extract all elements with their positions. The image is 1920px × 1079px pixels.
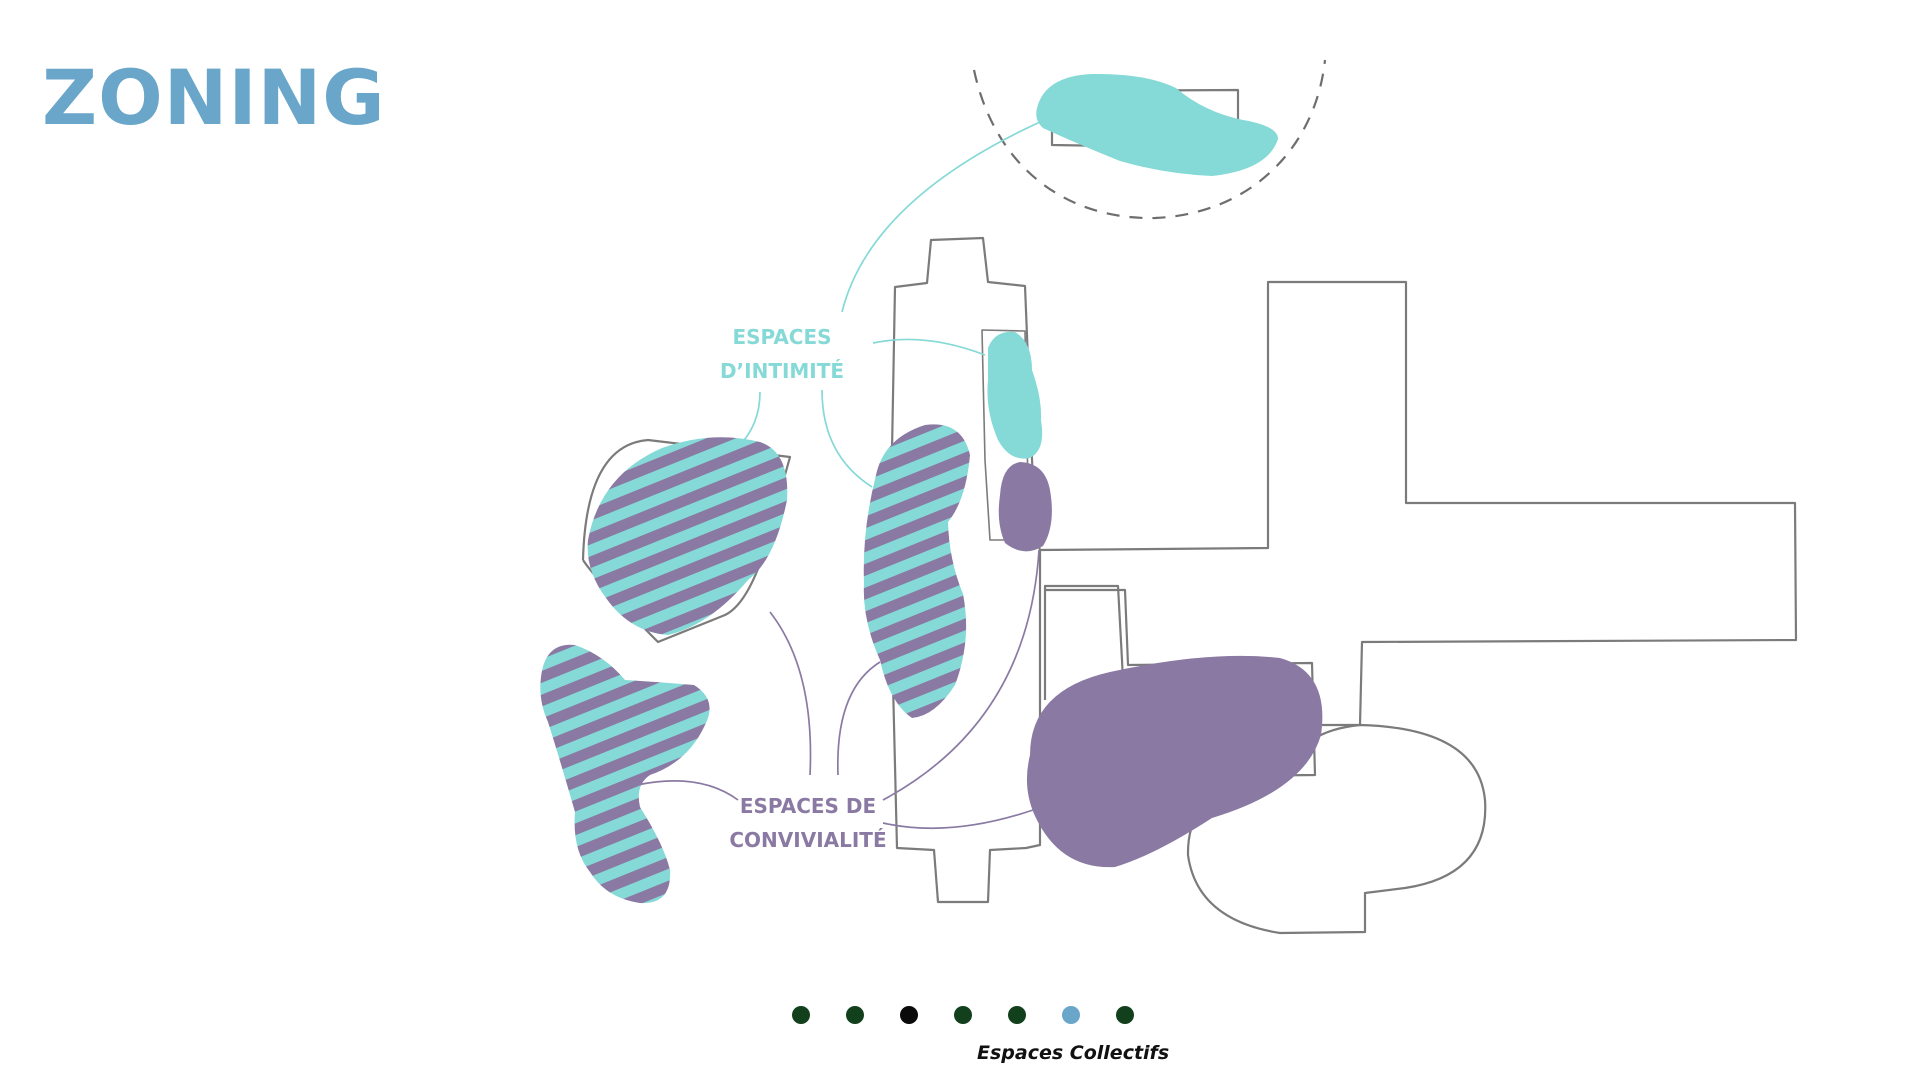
intimacy-leader-central: [821, 389, 873, 488]
section-caption: Espaces Collectifs: [977, 1042, 1170, 1064]
intimacy-zones: [987, 73, 1278, 459]
mixed-zones: [540, 424, 970, 904]
pagination-dot-3[interactable]: [900, 1006, 918, 1024]
conviviality-label-line2: CONVIVIALITÉ: [729, 828, 886, 852]
conviviality-leader-southwest: [636, 780, 739, 801]
pagination-dot-2[interactable]: [846, 1006, 864, 1024]
intimacy-leader-west: [737, 391, 761, 448]
conviviality-zone-small: [998, 462, 1052, 552]
intimacy-zone-central-room: [987, 331, 1043, 459]
intimacy-leader-north: [841, 121, 1041, 313]
conviviality-leader-central: [836, 661, 881, 776]
intimacy-zone-north: [1036, 73, 1278, 176]
conviviality-leader-terrace: [882, 809, 1034, 830]
pagination-dots: [792, 1006, 1134, 1024]
pagination-dot-1[interactable]: [792, 1006, 810, 1024]
conviviality-zone-terrace: [1026, 655, 1323, 868]
pagination-dot-7[interactable]: [1116, 1006, 1134, 1024]
pagination-dot-4[interactable]: [954, 1006, 972, 1024]
mixed-zone-southwest: [540, 644, 710, 904]
mixed-zone-central: [863, 424, 970, 718]
leader-lines: [636, 121, 1041, 830]
conviviality-leader-room: [882, 549, 1040, 801]
dashed-boundary-arc: [972, 59, 1327, 220]
page-title: ZONING: [42, 53, 386, 142]
intimacy-label-line2: D’INTIMITÉ: [720, 359, 844, 383]
mixed-zone-west-upper: [587, 437, 788, 635]
east-wing-outline: [1039, 280, 1798, 727]
intimacy-leader-room: [872, 338, 986, 356]
conviviality-leader-west: [769, 611, 812, 776]
conviviality-zones: [998, 462, 1323, 868]
pagination-dot-6-current[interactable]: [1062, 1006, 1080, 1024]
conviviality-label-line1: ESPACES DE: [740, 794, 876, 818]
intimacy-label-line1: ESPACES: [732, 325, 831, 349]
pagination-dot-5[interactable]: [1008, 1006, 1026, 1024]
